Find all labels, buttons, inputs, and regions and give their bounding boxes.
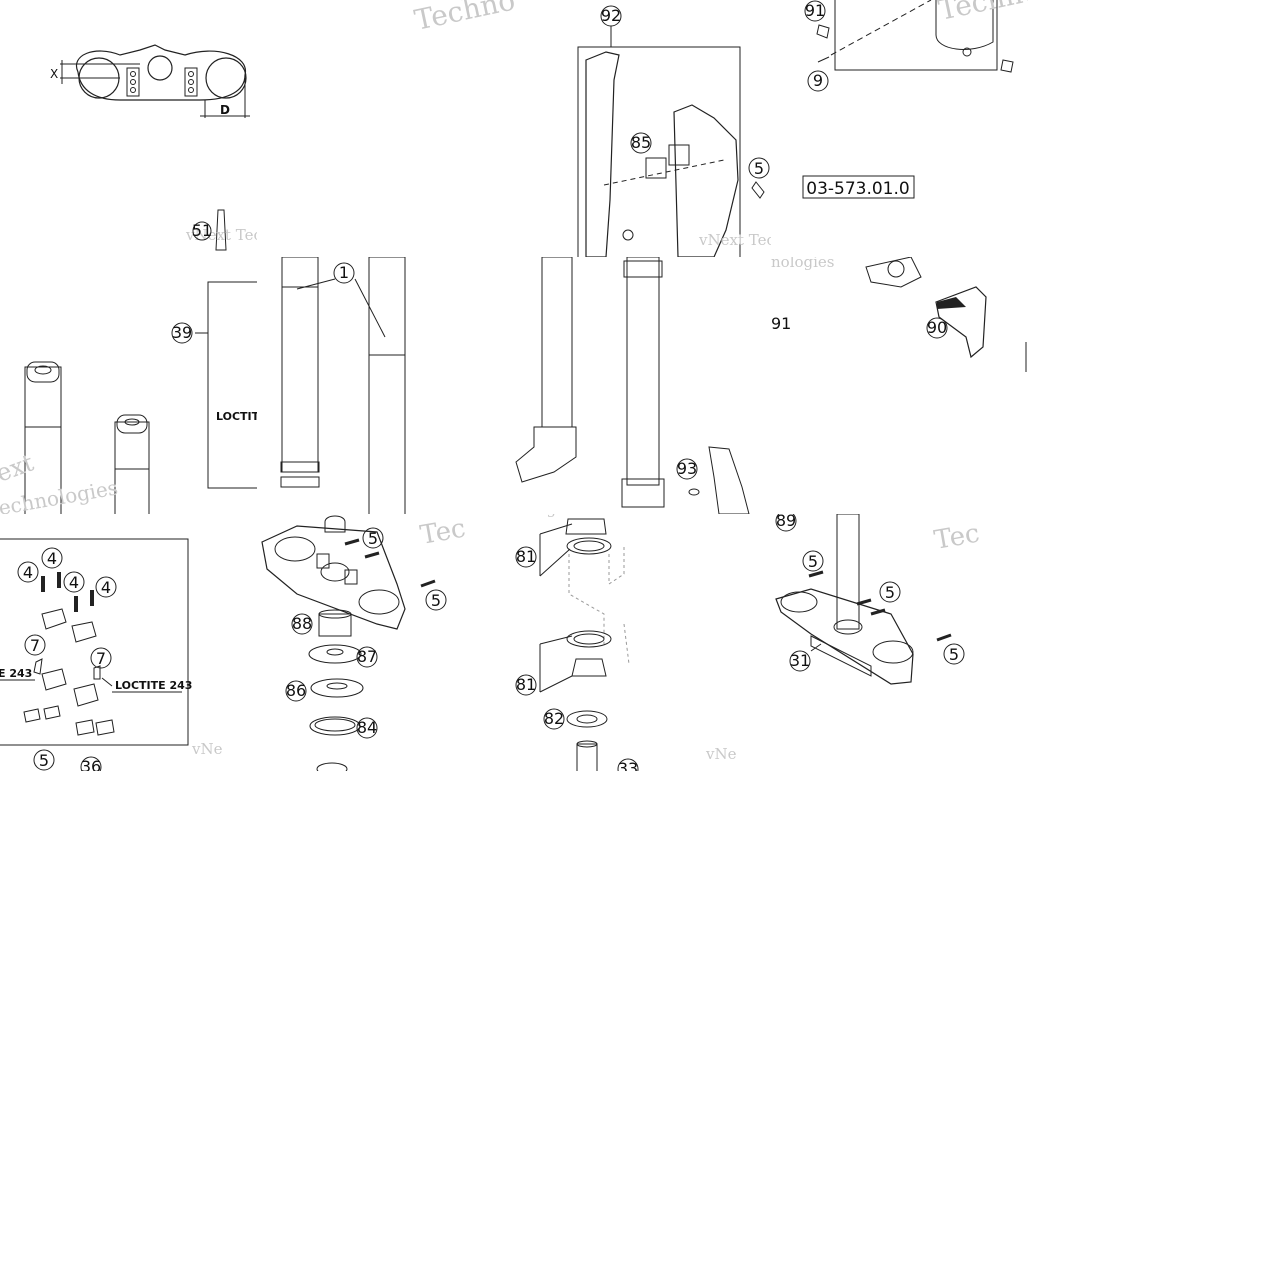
callout-92: 92: [600, 5, 622, 27]
clamp-dimension-drawing: X D vNext Tec 51: [50, 44, 257, 251]
callout-5: 5: [425, 589, 447, 611]
svg-text:33: 33: [618, 759, 638, 771]
loctite-label: LOCTITE 243: [115, 679, 192, 692]
callout-87: 87: [356, 646, 378, 668]
svg-text:5: 5: [808, 552, 818, 571]
svg-text:84: 84: [357, 718, 377, 737]
callout-7: 7: [90, 647, 112, 669]
dimension-d-label: D: [220, 103, 230, 117]
tile-blank-watermark: Techno: [257, 0, 514, 257]
tile-upper-clamp: 5 5 88 87 86: [257, 514, 514, 771]
svg-text:4: 4: [47, 549, 57, 568]
svg-text:91: 91: [805, 1, 825, 20]
tile-lower-clamp: 89 5 5 5 31 Tec: [771, 514, 1028, 771]
svg-text:51: 51: [192, 221, 212, 240]
callout-85: 85: [630, 132, 652, 154]
part-number-box: [802, 175, 915, 199]
callout-93: 93: [676, 458, 698, 480]
svg-text:92: 92: [601, 6, 621, 25]
watermark-text: Techno: [936, 0, 1028, 27]
part-number: 03-573.01.0: [806, 179, 909, 199]
callout-91-partial: 91: [771, 314, 791, 333]
watermark-text: Tec: [418, 514, 468, 551]
svg-text:82: 82: [544, 709, 564, 728]
callout-5: 5: [748, 157, 770, 179]
callout-5: 5: [362, 527, 384, 549]
svg-text:89: 89: [776, 514, 796, 530]
callout-90: 90: [926, 317, 948, 339]
svg-text:87: 87: [357, 647, 377, 666]
svg-text:5: 5: [431, 591, 441, 610]
loctite-label: LOCTITE: [216, 410, 257, 423]
svg-text:5: 5: [949, 645, 959, 664]
svg-text:85: 85: [631, 133, 651, 152]
watermark-text: vNe: [191, 740, 223, 758]
callout-5: 5: [943, 643, 965, 665]
callout-51: 51: [192, 221, 212, 241]
callout-82: 82: [543, 708, 565, 730]
watermark-text: ext: [0, 448, 38, 487]
callout-7: 7: [24, 634, 46, 656]
tile-inner-tubes: 1: [257, 257, 514, 514]
svg-text:86: 86: [286, 681, 306, 700]
callout-9: 9: [807, 70, 829, 92]
watermark-text: Techno: [412, 0, 514, 37]
callout-4: 4: [41, 547, 63, 569]
watermark-text: nologies: [514, 514, 578, 518]
callout-81: 81: [515, 674, 537, 696]
watermark-text: vNe: [705, 745, 737, 763]
callout-33: 33: [617, 758, 639, 771]
callout-89: 89: [775, 514, 797, 532]
svg-text:81: 81: [516, 675, 536, 694]
svg-text:90: 90: [927, 318, 947, 337]
callout-39: 39: [171, 322, 193, 344]
callout-81: 81: [515, 546, 537, 568]
svg-text:93: 93: [677, 459, 697, 478]
svg-text:7: 7: [30, 636, 40, 655]
dimension-x-label: X: [50, 67, 58, 81]
callout-84: 84: [356, 717, 378, 739]
watermark-text: nologies: [771, 257, 835, 271]
tile-steering-bearings: 81 81 82: [514, 514, 771, 771]
svg-text:36: 36: [81, 757, 101, 771]
watermark-text: Tec: [932, 518, 982, 555]
svg-text:4: 4: [23, 563, 33, 582]
svg-text:7: 7: [96, 649, 106, 668]
svg-text:5: 5: [885, 583, 895, 602]
svg-text:5: 5: [368, 529, 378, 548]
callout-36: 36: [80, 756, 102, 771]
watermark-text: vNext Tec: [698, 231, 771, 249]
tile-fender-bracket: 90 91 nologies: [771, 257, 1028, 514]
callout-91: 91: [804, 0, 826, 22]
callout-5: 5: [879, 581, 901, 603]
callout-86: 86: [285, 680, 307, 702]
callout-1: 1: [333, 262, 355, 284]
callout-5: 5: [802, 550, 824, 572]
callout-4: 4: [63, 571, 85, 593]
callout-88: 88: [291, 613, 313, 635]
callout-31: 31: [789, 650, 811, 672]
tile-lower-legs: 93: [514, 257, 771, 514]
tile-clamp-dimensions: X D vNext Tec 51: [0, 0, 257, 257]
svg-text:4: 4: [101, 578, 111, 597]
callout-4: 4: [17, 561, 39, 583]
svg-text:5: 5: [754, 159, 764, 178]
svg-text:31: 31: [790, 651, 810, 670]
tile-clamp-screws: 4 4 4 4 7: [0, 514, 257, 771]
loctite-label-partial: E 243: [0, 667, 32, 680]
svg-text:1: 1: [339, 263, 349, 282]
svg-text:4: 4: [69, 573, 79, 592]
callout-5: 5: [33, 749, 55, 771]
svg-text:9: 9: [813, 71, 823, 90]
callout-4: 4: [95, 576, 117, 598]
svg-text:88: 88: [292, 614, 312, 633]
tile-fork-guard: 92 85 5 vNext Tec: [514, 0, 771, 257]
svg-text:5: 5: [39, 751, 49, 770]
svg-text:81: 81: [516, 547, 536, 566]
svg-text:39: 39: [172, 323, 192, 342]
tile-fork-tubes: 39 LOCTITE ext echnologies: [0, 257, 257, 514]
tile-part-number: 91 9 Techno 03-573.01.0: [771, 0, 1028, 257]
